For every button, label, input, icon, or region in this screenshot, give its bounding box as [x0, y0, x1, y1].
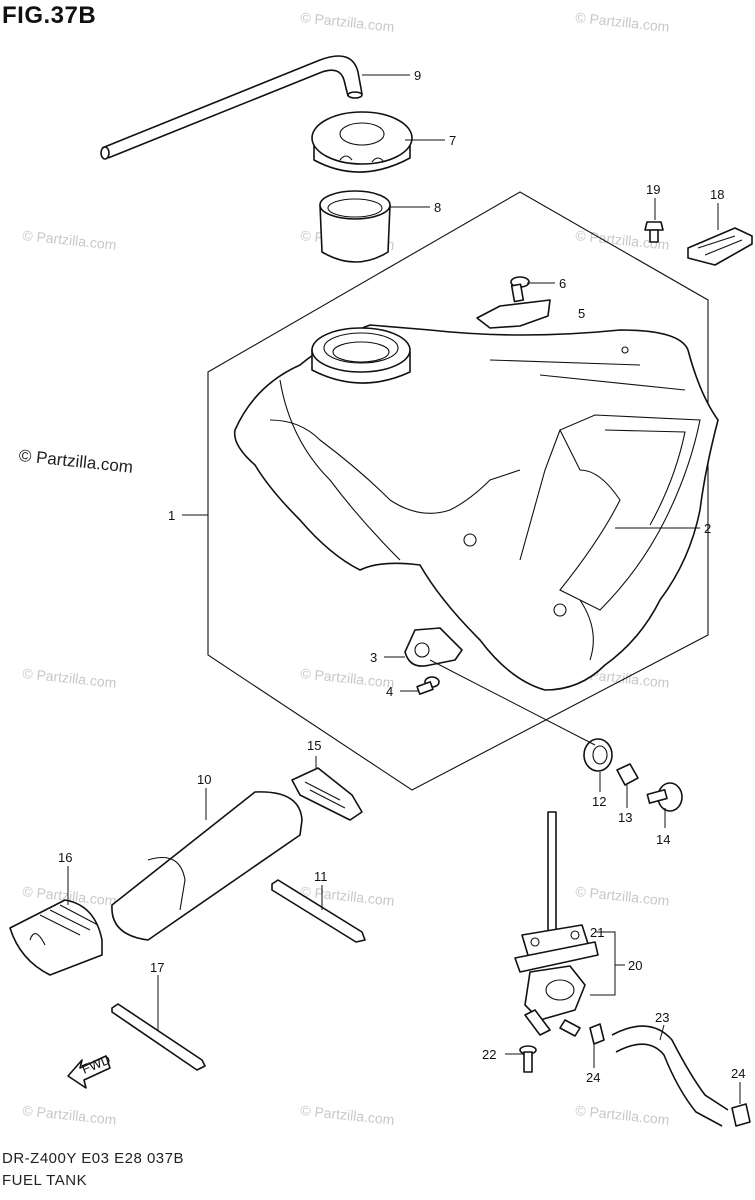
callout-22: 22 — [482, 1047, 496, 1062]
watermark: © Partzilla.com — [575, 9, 670, 35]
part-13-collar — [616, 763, 639, 786]
assembly-outline — [207, 191, 709, 791]
callout-9: 9 — [414, 68, 421, 83]
part-22-screw — [519, 1045, 537, 1073]
part-23-hose — [611, 1025, 729, 1127]
watermark: © Partzilla.com — [22, 227, 117, 253]
part-24-clamp-a — [589, 1023, 605, 1045]
part-4-bolt — [416, 676, 440, 695]
watermark: © Partzilla.com — [22, 665, 117, 691]
callout-14: 14 — [656, 832, 670, 847]
callout-24b: 24 — [731, 1066, 745, 1081]
callout-2: 2 — [704, 521, 711, 536]
callout-18: 18 — [710, 187, 724, 202]
callout-19: 19 — [646, 182, 660, 197]
watermark: © Partzilla.com — [575, 883, 670, 909]
callout-23: 23 — [655, 1010, 669, 1025]
part-12-grommet — [583, 738, 613, 772]
callout-12: 12 — [592, 794, 606, 809]
part-14-bolt — [646, 782, 683, 812]
callout-10: 10 — [197, 772, 211, 787]
part-6-bolt — [510, 276, 530, 303]
callout-16: 16 — [58, 850, 72, 865]
part-11-band — [271, 879, 366, 943]
callout-6: 6 — [559, 276, 566, 291]
watermark: © Partzilla.com — [22, 1102, 117, 1128]
callout-20: 20 — [628, 958, 642, 973]
part-24-clamp-b — [731, 1103, 751, 1127]
part-15-cushion — [291, 767, 363, 821]
callout-11: 11 — [314, 869, 328, 884]
callout-4: 4 — [386, 684, 393, 699]
part-17-band — [111, 1003, 206, 1071]
callout-7: 7 — [449, 133, 456, 148]
callout-labels: 9 7 8 19 18 6 5 1 2 3 4 15 10 12 13 14 1… — [58, 68, 745, 1085]
part-3-bracket — [404, 627, 463, 667]
callout-5: 5 — [578, 306, 585, 321]
watermark: © Partzilla.com — [300, 1102, 395, 1128]
callout-15: 15 — [307, 738, 321, 753]
leader-lines — [67, 74, 741, 1104]
callout-24a: 24 — [586, 1070, 600, 1085]
part-10-cushion — [111, 791, 303, 941]
part-18-clip — [687, 227, 753, 266]
part-9-breather-hose — [100, 55, 363, 160]
part-20-fuel-cock — [514, 811, 599, 1037]
callout-8: 8 — [434, 200, 441, 215]
part-16-cushion — [9, 899, 103, 976]
watermark: © Partzilla.com — [300, 665, 395, 691]
callout-13: 13 — [618, 810, 632, 825]
part-5-bracket — [476, 299, 551, 329]
watermark: © Partzilla.com — [575, 1102, 670, 1128]
figure-title: FIG.37B — [2, 2, 97, 29]
watermark: © Partzilla.com — [300, 9, 395, 35]
part-19-screw — [644, 221, 664, 243]
callout-3: 3 — [370, 650, 377, 665]
part-7-fuel-cap — [311, 111, 413, 173]
callout-17: 17 — [150, 960, 164, 975]
part-8-gasket — [319, 190, 391, 263]
figure-name: FUEL TANK — [2, 1172, 88, 1189]
part-1-fuel-tank — [233, 324, 719, 691]
callout-1: 1 — [168, 508, 175, 523]
model-code: DR-Z400Y E03 E28 037B — [2, 1150, 184, 1167]
callout-21: 21 — [590, 925, 604, 940]
fwd-arrow: FWD — [67, 1052, 113, 1089]
